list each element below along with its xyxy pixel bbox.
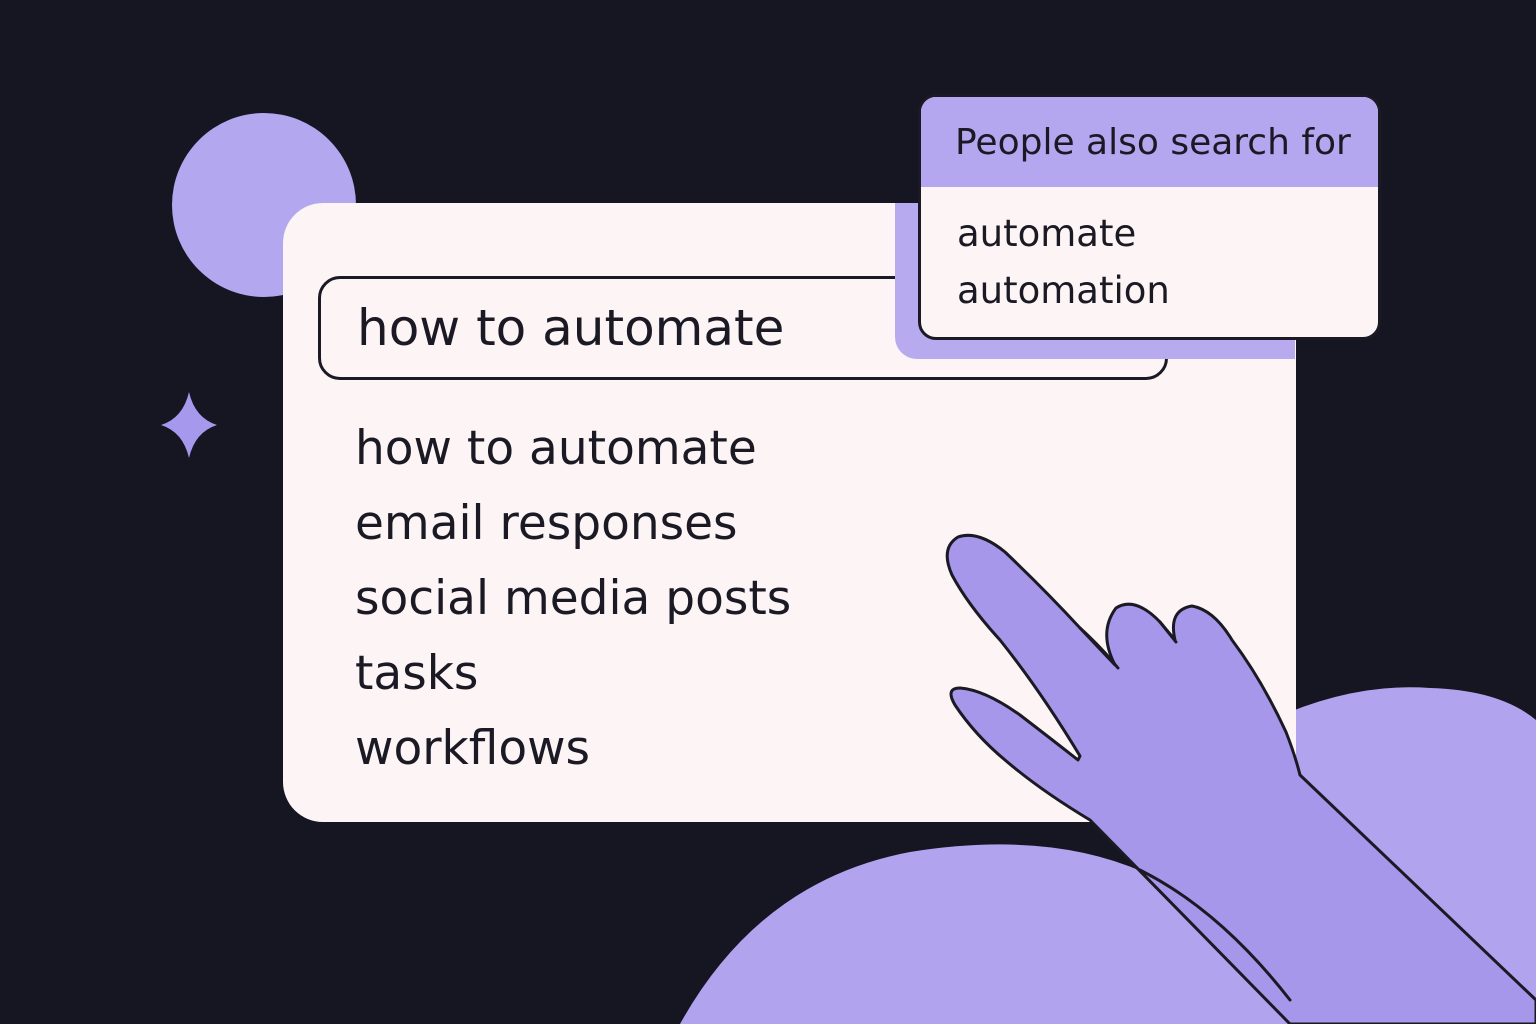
- related-search-item[interactable]: automation: [957, 269, 1170, 312]
- sparkle-icon: [161, 392, 217, 458]
- suggestion-item[interactable]: email responses: [355, 496, 738, 551]
- related-searches-popup: People also search for automate automati…: [918, 94, 1381, 340]
- suggestion-item[interactable]: tasks: [355, 646, 479, 701]
- suggestion-item[interactable]: how to automate: [355, 421, 757, 476]
- related-searches-title: People also search for: [921, 97, 1378, 187]
- related-searches-list: automate automation: [921, 187, 1378, 319]
- related-search-item[interactable]: automate: [957, 212, 1137, 255]
- suggestion-list: how to automate email responses social m…: [355, 411, 791, 786]
- suggestion-item[interactable]: social media posts: [355, 571, 792, 626]
- suggestion-item[interactable]: workflows: [355, 721, 591, 776]
